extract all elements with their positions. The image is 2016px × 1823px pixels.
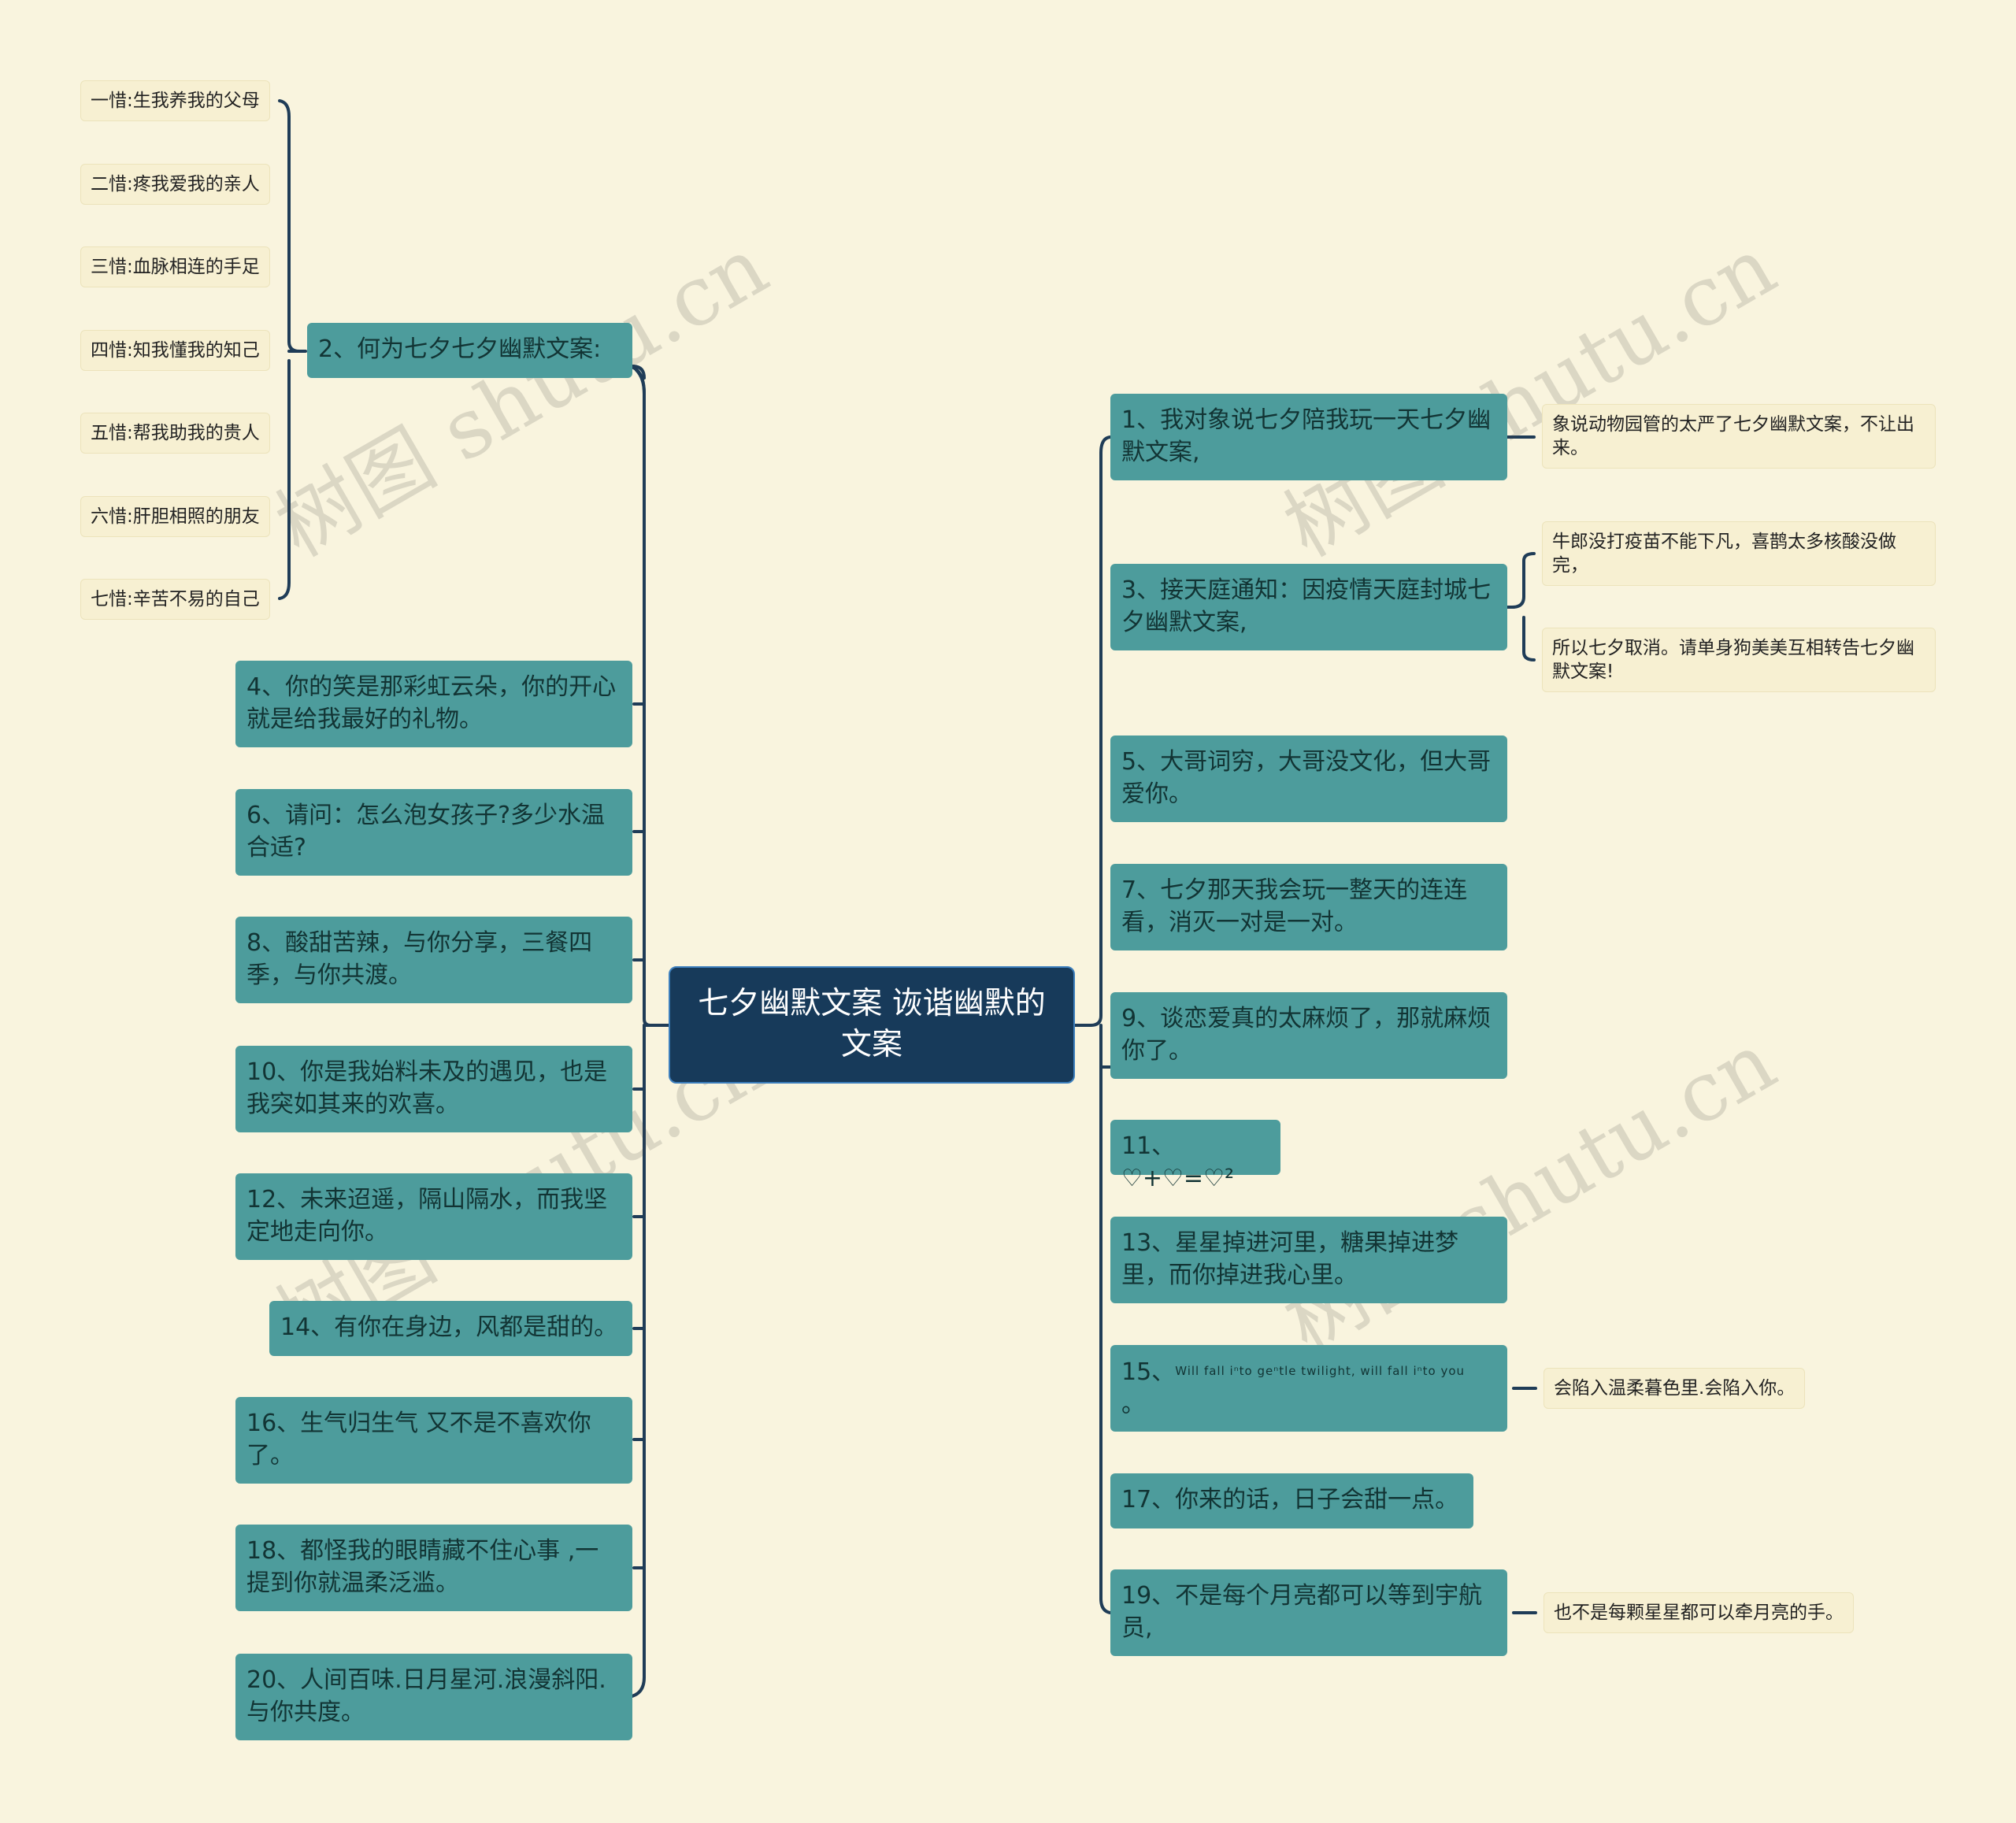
subtopic-15-1[interactable]: 会陷入温柔暮色里.会陷入你。 — [1544, 1368, 1806, 1409]
topic-7[interactable]: 7、七夕那天我会玩一整天的连连看，消灭一对是一对。 — [1110, 864, 1507, 950]
topic-4[interactable]: 4、你的笑是那彩虹云朵，你的开心就是给我最好的礼物。 — [235, 661, 632, 747]
left-bracket — [627, 365, 654, 1699]
topic-1[interactable]: 1、我对象说七夕陪我玩一天七夕幽默文案, — [1110, 394, 1507, 480]
subtopic-1-1[interactable]: 象说动物园管的太严了七夕幽默文案，不让出来。 — [1542, 404, 1936, 469]
topic-15-prefix: 15、 — [1121, 1358, 1176, 1386]
right-bracket — [1089, 435, 1112, 1614]
subtopic-2-5[interactable]: 五惜:帮我助我的贵人 — [80, 413, 270, 454]
topic-16[interactable]: 16、生气归生气 又不是不喜欢你了。 — [235, 1397, 632, 1484]
subtopic-3-1[interactable]: 牛郎没打疫苗不能下凡，喜鹊太多核酸没做完， — [1542, 521, 1936, 586]
topic-8[interactable]: 8、酸甜苦辣，与你分享，三餐四季，与你共渡。 — [235, 917, 632, 1003]
topic-18[interactable]: 18、都怪我的眼睛藏不住心事 ,一提到你就温柔泛滥。 — [235, 1525, 632, 1611]
topic-12[interactable]: 12、未来迢遥，隔山隔水，而我坚定地走向你。 — [235, 1173, 632, 1260]
topic-13[interactable]: 13、星星掉进河里，糖果掉进梦里，而你掉进我心里。 — [1110, 1217, 1507, 1303]
topic-2[interactable]: 2、何为七夕七夕幽默文案: — [307, 323, 632, 378]
topic-11[interactable]: 11、♡+♡=♡² — [1110, 1120, 1280, 1192]
topic-10[interactable]: 10、你是我始料未及的遇见，也是我突如其来的欢喜。 — [235, 1046, 632, 1132]
subtopic-3-2[interactable]: 所以七夕取消。请单身狗美美互相转告七夕幽默文案! — [1542, 628, 1936, 692]
topic-3[interactable]: 3、接天庭通知：因疫情天庭封城七夕幽默文案, — [1110, 564, 1507, 650]
subtopic-2-2[interactable]: 二惜:疼我爱我的亲人 — [80, 164, 270, 205]
topic-19[interactable]: 19、不是每个月亮都可以等到宇航员, — [1110, 1569, 1507, 1656]
subtopic-2-3[interactable]: 三惜:血脉相连的手足 — [80, 246, 270, 287]
root-topic[interactable]: 七夕幽默文案 诙谐幽默的文案 — [669, 966, 1075, 1084]
topic-5[interactable]: 5、大哥词穷，大哥没文化，但大哥爱你。 — [1110, 735, 1507, 822]
topic-15[interactable]: 15、Will fall iⁿto geⁿtle twilight, will … — [1110, 1345, 1507, 1432]
subtopic-2-1[interactable]: 一惜:生我养我的父母 — [80, 80, 270, 121]
topic-14[interactable]: 14、有你在身边，风都是甜的。 — [269, 1301, 632, 1356]
topic-6[interactable]: 6、请问：怎么泡女孩子?多少水温合适? — [235, 789, 632, 876]
topic-9[interactable]: 9、谈恋爱真的太麻烦了，那就麻烦你了。 — [1110, 992, 1507, 1079]
topic-17[interactable]: 17、你来的话，日子会甜一点。 — [1110, 1473, 1473, 1528]
subtopic-2-7[interactable]: 七惜:辛苦不易的自己 — [80, 579, 270, 620]
subtopic-2-4[interactable]: 四惜:知我懂我的知己 — [80, 330, 270, 371]
subtopic-19-1[interactable]: 也不是每颗星星都可以牵月亮的手。 — [1544, 1592, 1854, 1633]
topic-20[interactable]: 20、人间百味.日月星河.浪漫斜阳.与你共度。 — [235, 1654, 632, 1740]
subtopic-2-6[interactable]: 六惜:肝胆相照的朋友 — [80, 496, 270, 537]
topic-15-suffix: 。 — [1121, 1391, 1145, 1418]
topic-15-english-text: Will fall iⁿto geⁿtle twilight, will fal… — [1175, 1364, 1466, 1378]
n3-bracket — [1510, 552, 1536, 661]
